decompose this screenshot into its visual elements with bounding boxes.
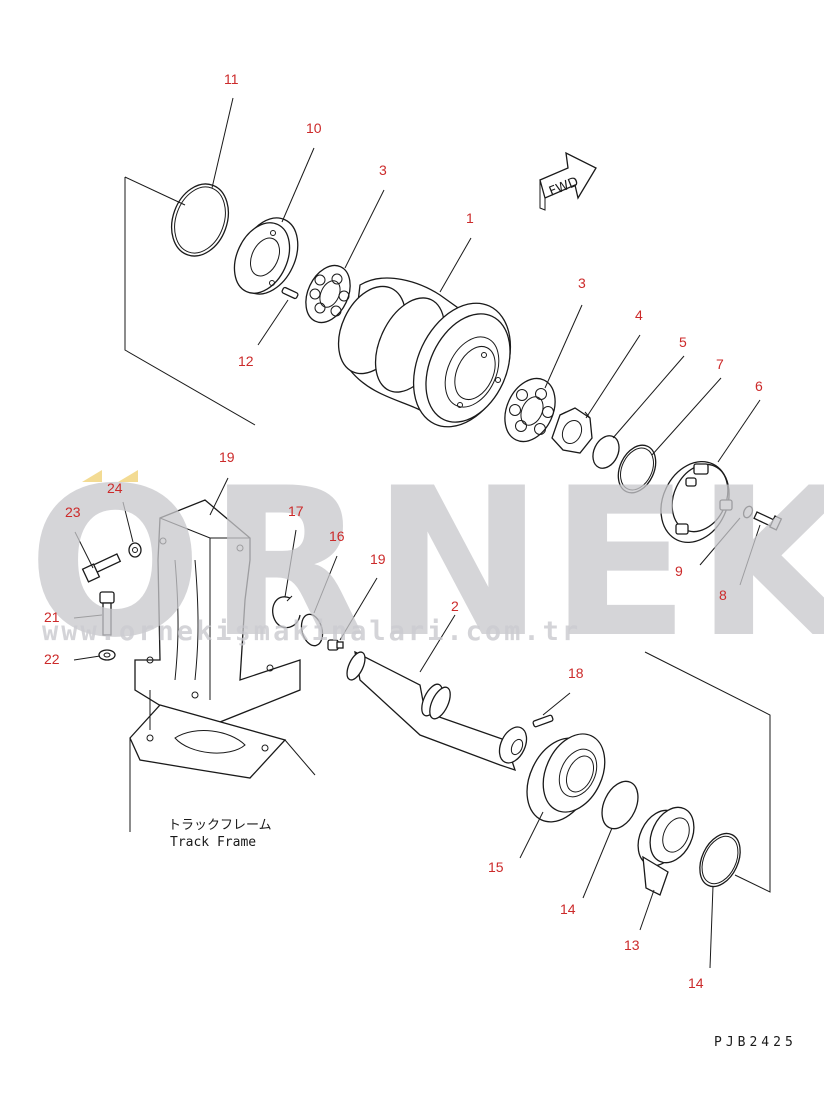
track-frame-label-en: Track Frame xyxy=(170,835,256,850)
callout-14-b: 14 xyxy=(688,975,704,991)
part-14-o-ring-b xyxy=(699,832,741,888)
callout-6: 6 xyxy=(755,378,763,394)
callout-9: 9 xyxy=(675,563,683,579)
part-14-o-ring-a xyxy=(601,780,639,830)
watermark-accent-mark xyxy=(82,470,102,482)
callout-1: 1 xyxy=(466,210,474,226)
callout-5: 5 xyxy=(679,334,687,350)
part-18-pin xyxy=(532,714,554,728)
callout-21: 21 xyxy=(44,609,60,625)
callout-labels: 11 10 3 1 3 4 5 7 6 9 8 12 19 24 23 17 1… xyxy=(44,71,763,991)
part-2-shaft xyxy=(346,650,528,772)
callout-3-lower: 3 xyxy=(578,275,586,291)
part-13-floating-seal xyxy=(637,806,695,896)
callout-23: 23 xyxy=(65,504,81,520)
part-10-seal xyxy=(233,217,299,295)
part-22-washer xyxy=(98,649,116,661)
part-15-collar xyxy=(526,733,606,823)
callout-24: 24 xyxy=(107,480,123,496)
callout-20: 19 xyxy=(219,449,235,465)
track-frame xyxy=(129,690,316,832)
callout-15: 15 xyxy=(488,859,504,875)
callout-11: 11 xyxy=(224,71,239,87)
part-1-roller xyxy=(337,277,512,428)
callout-17: 17 xyxy=(288,503,304,519)
callout-8: 8 xyxy=(719,587,727,603)
part-21-bolt xyxy=(99,591,115,636)
part-23-bolt xyxy=(81,553,122,583)
part-5-ring xyxy=(592,435,620,469)
watermark-brand: ORNEK xyxy=(28,445,824,683)
part-7-o-ring xyxy=(617,444,657,494)
watermark-url: www.ornekişmakinalari.com.tr xyxy=(42,616,581,647)
callout-19: 19 xyxy=(370,551,386,567)
callout-12: 12 xyxy=(238,353,254,369)
lower-assembly-bracket xyxy=(644,651,771,893)
part-4-nut xyxy=(551,407,593,454)
callout-22: 22 xyxy=(44,651,60,667)
callout-4: 4 xyxy=(635,307,643,323)
callout-14-a: 14 xyxy=(560,901,576,917)
callout-10: 10 xyxy=(306,120,322,136)
callout-3-upper: 3 xyxy=(379,162,387,178)
part-9-washer xyxy=(742,505,754,519)
callout-2: 2 xyxy=(451,598,459,614)
part-24-washer xyxy=(128,542,142,558)
part-17-snap-ring xyxy=(272,595,301,629)
part-3-bearing-lower xyxy=(504,377,556,443)
part-3-bearing-upper xyxy=(305,264,351,324)
callout-16: 16 xyxy=(329,528,345,544)
callout-18: 18 xyxy=(568,665,584,681)
part-11-o-ring xyxy=(170,183,230,257)
part-8-bolt xyxy=(753,511,783,531)
leader-lines xyxy=(73,97,761,969)
callout-13: 13 xyxy=(624,937,640,953)
part-20-bracket xyxy=(134,499,301,731)
part-12-pin xyxy=(281,286,299,300)
track-frame-label-jp: トラックフレーム xyxy=(168,818,272,833)
watermark: ORNEK www.ornekişmakinalari.com.tr xyxy=(28,445,824,683)
part-16-o-ring xyxy=(300,613,324,647)
callout-7: 7 xyxy=(716,356,724,372)
part-19-plug xyxy=(327,639,344,651)
part-6-cover xyxy=(660,460,733,544)
fwd-arrow: FWD xyxy=(539,151,597,211)
upper-assembly-bracket xyxy=(124,177,256,426)
drawing-code: PJB2425 xyxy=(714,1035,797,1050)
